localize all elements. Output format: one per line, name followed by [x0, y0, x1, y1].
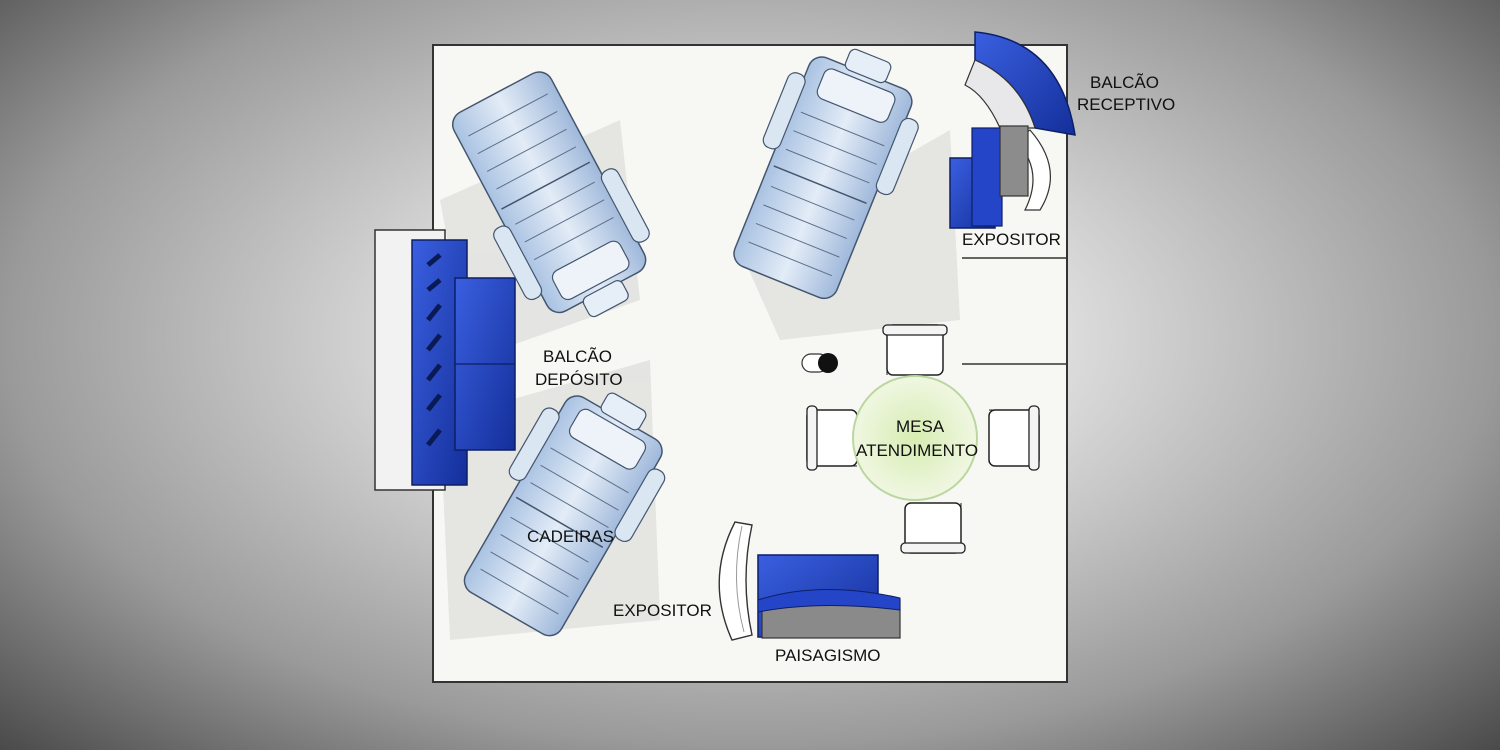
seat-top	[882, 324, 948, 376]
label-expositor-top: EXPOSITOR	[962, 230, 1061, 249]
seat-bottom	[900, 502, 966, 554]
label-expositor-bottom: EXPOSITOR	[613, 601, 712, 620]
seat-right	[988, 405, 1040, 471]
label-cadeiras: CADEIRAS	[527, 527, 614, 546]
label-mesa-line2: ATENDIMENTO	[856, 441, 978, 460]
expositor-bottom	[718, 521, 753, 641]
label-balcao-deposito-line2: DEPÓSITO	[535, 370, 623, 389]
balcao-receptivo	[964, 31, 1076, 211]
mesa-atendimento	[806, 324, 1040, 554]
label-paisagismo: PAISAGISMO	[775, 646, 881, 665]
label-balcao-deposito-line1: BALCÃO	[543, 347, 612, 366]
label-balcao-receptivo-line1: BALCÃO	[1090, 73, 1159, 92]
seat-left	[806, 405, 858, 471]
label-balcao-receptivo-line2: RECEPTIVO	[1077, 95, 1175, 114]
expositor-top	[949, 125, 1029, 229]
balcao-deposito	[374, 229, 516, 491]
round-table-icon	[852, 375, 978, 501]
label-mesa-line1: MESA	[896, 417, 945, 436]
cylinder-bin	[801, 353, 838, 373]
logo-mark	[426, 253, 442, 447]
paisagismo	[757, 554, 901, 639]
